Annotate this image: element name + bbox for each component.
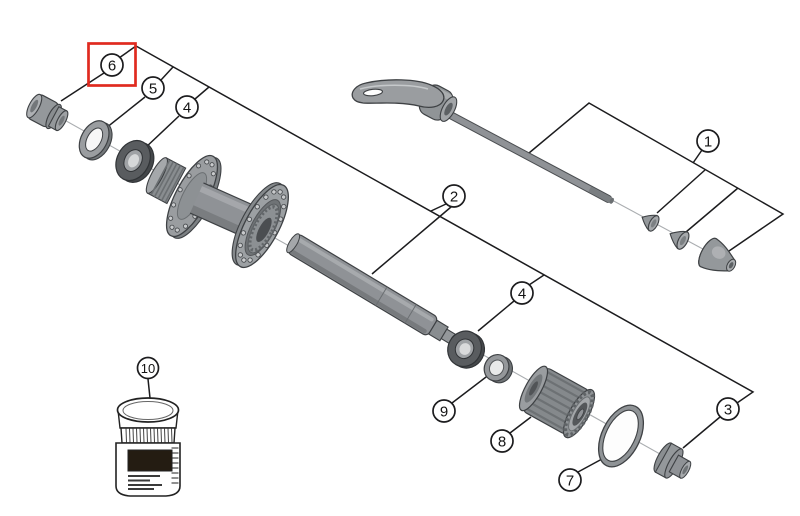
callout-6[interactable]: 6: [100, 53, 124, 77]
leader-line-3: [682, 416, 721, 449]
callout-10-label: 10: [141, 361, 155, 376]
leader-line-7: [577, 458, 603, 473]
bearing-right: [447, 330, 486, 369]
leader-stub-2: [430, 203, 447, 212]
callout-4a-label: 4: [183, 99, 191, 116]
leader-line-9: [451, 373, 491, 404]
callout-1[interactable]: 1: [696, 129, 720, 153]
callout-2-label: 2: [450, 188, 458, 205]
jar-lid: [116, 397, 180, 423]
seal-washer: [78, 120, 113, 161]
leader-line-6: [60, 72, 105, 102]
qr-lever-slot: [362, 88, 384, 97]
freehub-splines: [526, 371, 587, 432]
leader-stub-5: [160, 66, 174, 81]
callout-4b[interactable]: 4: [510, 281, 534, 305]
leader-line-10: [147, 378, 151, 399]
callout-8[interactable]: 8: [490, 429, 514, 453]
leader-stub-1: [692, 149, 703, 164]
hub-axle: [286, 233, 458, 346]
leader-line-4b: [477, 300, 515, 332]
callout-5[interactable]: 5: [141, 76, 165, 100]
skewer-axis-line: [609, 198, 715, 256]
leader-stub-4a: [194, 86, 210, 100]
callout-3-label: 3: [724, 401, 732, 418]
jar-label: [127, 449, 173, 472]
callout-4b-label: 4: [518, 285, 526, 302]
ratchet-splines: [247, 205, 280, 252]
spacer-ring: [483, 353, 513, 384]
leader-line-2: [371, 206, 452, 275]
quick-release-skewer: [351, 79, 737, 272]
leader-line-8: [509, 416, 532, 434]
callout-4a[interactable]: 4: [175, 95, 199, 119]
leader-stub-6: [118, 45, 137, 59]
qr-rod: [446, 110, 615, 204]
leader-line-4a: [143, 115, 180, 150]
selected-part-highlight-box: [87, 42, 137, 87]
leader-branch-spring-large: [685, 187, 739, 233]
qr-spring-large: [669, 230, 690, 250]
callout-7[interactable]: 7: [558, 468, 582, 492]
callout-5-label: 5: [149, 80, 157, 97]
callout-10[interactable]: 10: [136, 356, 160, 380]
leader-branch-spring-small: [656, 169, 706, 214]
qr-spring-small: [641, 214, 660, 232]
qr-rod-threads: [588, 186, 615, 204]
qr-lever: [351, 79, 445, 108]
hub-flange-right: [231, 182, 289, 269]
bearing-left: [115, 139, 155, 183]
hub-shell: [145, 154, 289, 269]
leader-line-qr-group: [528, 102, 785, 252]
grease-jar: [115, 397, 181, 497]
jar-label-text-lines: [128, 475, 162, 490]
jar-shading-hatches: [171, 447, 179, 484]
leader-line-main-group: [135, 45, 755, 404]
callout-7-label: 7: [566, 472, 574, 489]
callout-3[interactable]: 3: [716, 397, 740, 421]
callouts: 6 5 4 2 1 4 9 8: [100, 53, 740, 492]
qr-adjusting-nut: [698, 237, 737, 272]
end-cap-left: [26, 93, 69, 132]
callout-9[interactable]: 9: [432, 399, 456, 423]
end-cap-right: [653, 442, 692, 479]
callout-6-label: 6: [108, 57, 116, 74]
callout-8-label: 8: [498, 433, 506, 450]
leader-stub-4b: [528, 274, 545, 286]
spoke-holes-right: [237, 189, 287, 263]
leader-lines: [60, 45, 785, 473]
seal-ring: [597, 404, 645, 468]
callout-9-label: 9: [440, 403, 448, 420]
callout-2[interactable]: 2: [442, 184, 466, 208]
freehub-body: [518, 365, 596, 439]
rotor-spline-mount: [145, 157, 187, 205]
callout-1-label: 1: [704, 133, 712, 150]
